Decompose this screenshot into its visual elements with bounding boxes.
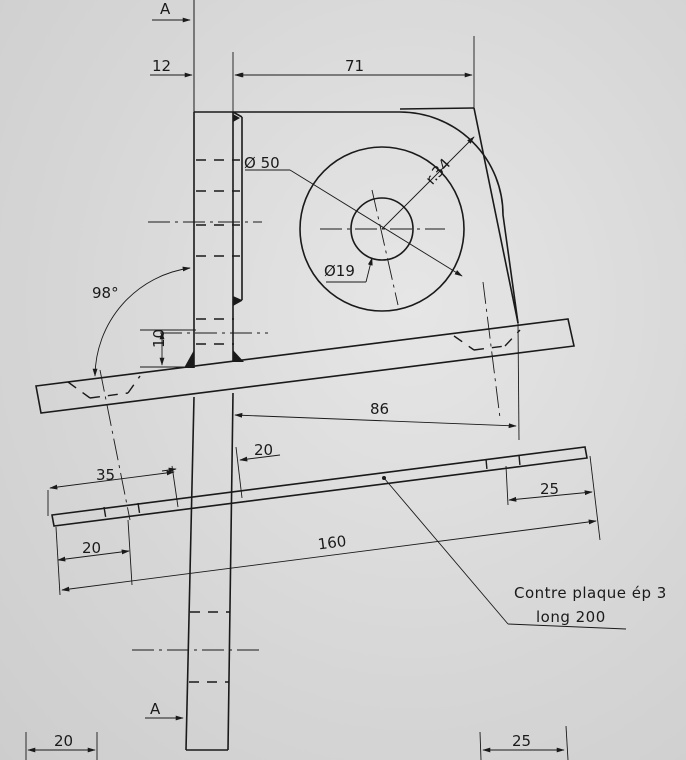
dim-160: 160 (317, 532, 348, 553)
dim-35-line (49, 470, 175, 490)
dim-phi50: Ø 50 (244, 154, 280, 172)
section-label-top: A (160, 0, 171, 18)
section-label-bottom: A (150, 700, 161, 718)
dim-10: 10 (150, 329, 168, 348)
dim-12: 12 (152, 57, 171, 75)
note-leader (383, 477, 509, 625)
dim-86: 86 (370, 400, 389, 418)
base-plate (35, 281, 575, 521)
weld-fillet-left (184, 350, 194, 368)
dim-160-line (61, 519, 597, 592)
dim-86-line (234, 412, 517, 429)
dim-25-bottom: 25 (512, 732, 531, 750)
ext-line-bottom-25-b (565, 725, 569, 760)
ext-line-bottom-25-a (479, 731, 482, 760)
ext-line-20-mid-b (235, 446, 243, 499)
ext-line-25-b (589, 455, 601, 541)
center-line-v (371, 189, 399, 306)
dim-20-mid: 20 (254, 441, 273, 459)
dim-phi19: Ø19 (324, 262, 355, 280)
ext-line-20-left (55, 526, 61, 596)
dim-20-left: 20 (82, 539, 101, 557)
dim-71: 71 (345, 57, 364, 75)
r34-leader (381, 136, 475, 230)
note-leader-dot (382, 476, 386, 480)
ext-line-25-a (505, 465, 509, 506)
outer-circle-phi50 (299, 146, 465, 312)
angle-98-arc (92, 266, 191, 377)
dim-25-right: 25 (540, 480, 559, 498)
ext-line-86 (517, 322, 520, 441)
hidden-holes-upper (148, 159, 268, 345)
note-line1: Contre plaque ép 3 (514, 584, 667, 602)
note-underline (507, 623, 627, 630)
weld-fillet-right (233, 350, 244, 362)
gusset-plate (194, 107, 519, 324)
ext-line-20-left-b (127, 519, 133, 586)
dim-20-mid-arrow-b (239, 454, 281, 462)
counter-plate (51, 446, 588, 527)
dim-angle98: 98° (92, 284, 119, 302)
phi19-leader (365, 257, 373, 283)
dim-25-right-line (508, 490, 593, 502)
dim-20-mid-arrow-a (161, 467, 177, 473)
dim-20-bottom: 20 (54, 732, 73, 750)
note-line2: long 200 (536, 608, 606, 626)
phi50-leader (289, 169, 463, 277)
inner-hole-phi19 (350, 197, 414, 261)
dim-35: 35 (96, 466, 115, 484)
